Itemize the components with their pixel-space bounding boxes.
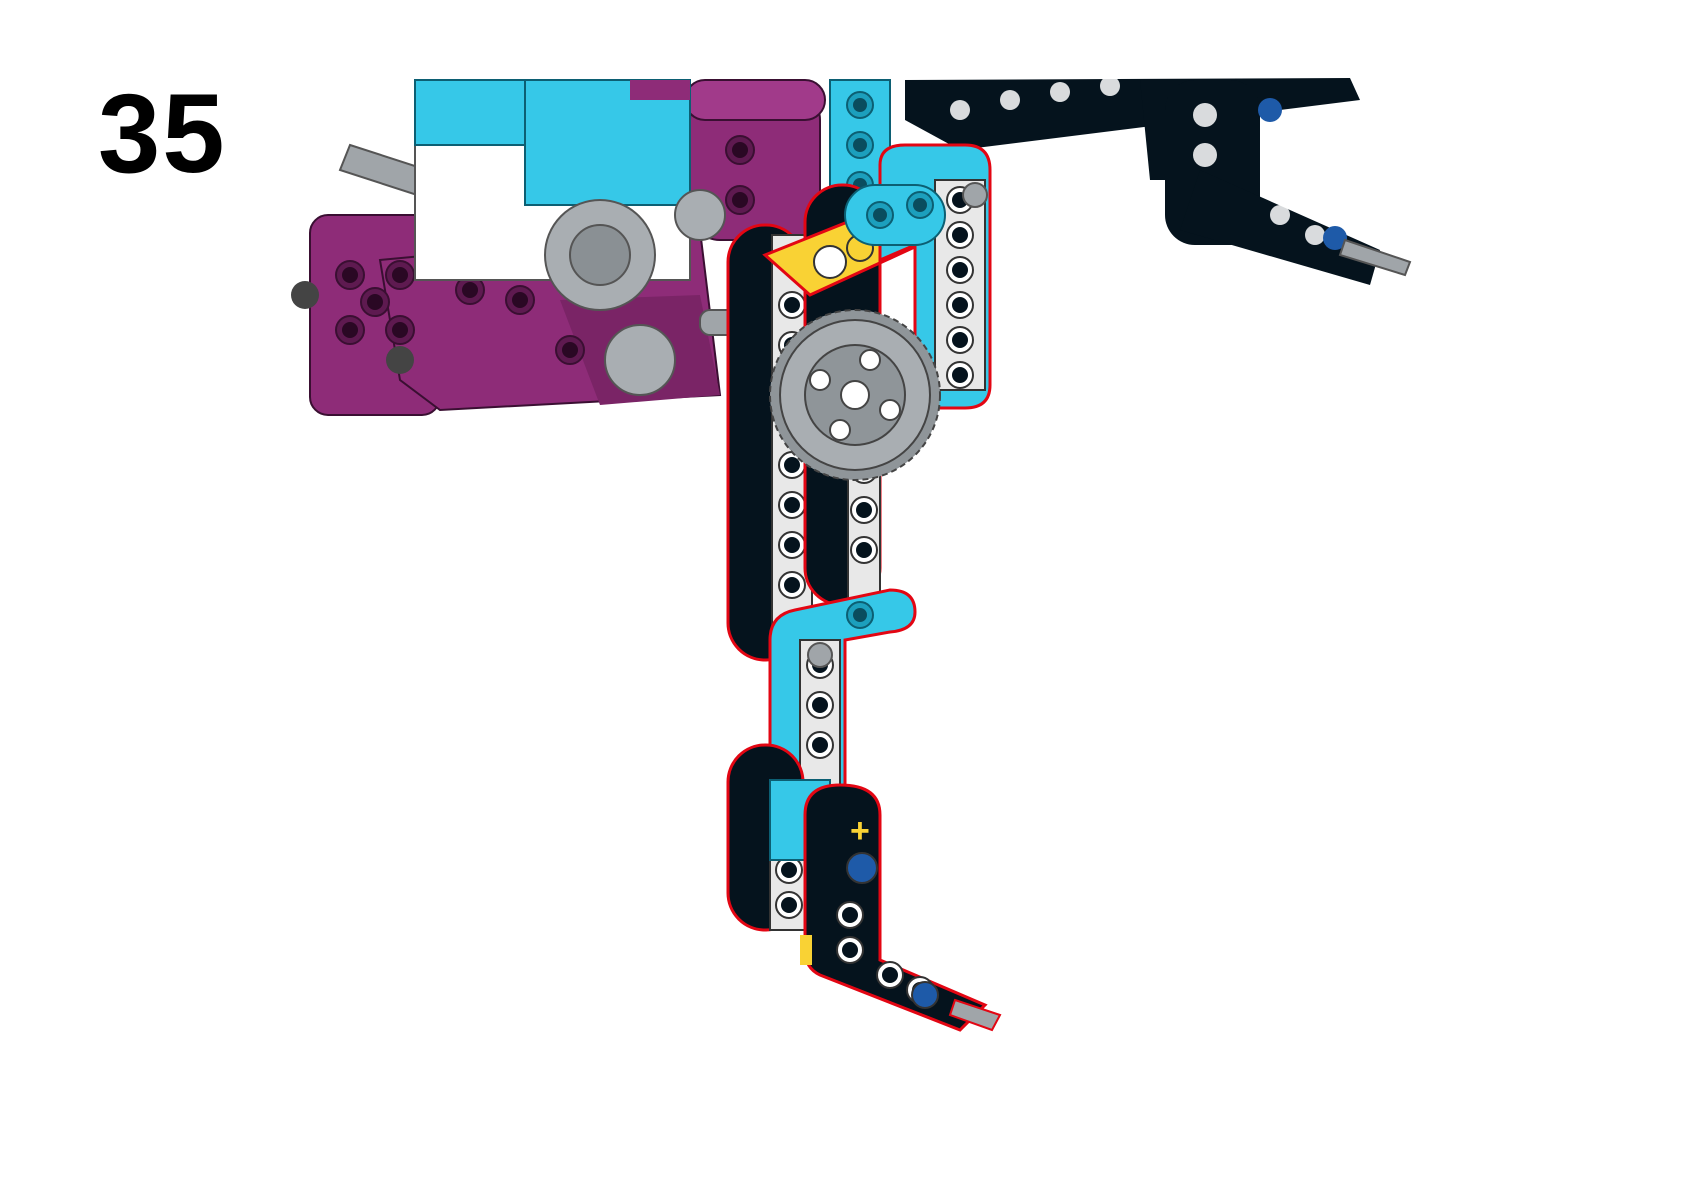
black-frame-top <box>905 76 1412 285</box>
step-number: 35 <box>98 71 227 196</box>
plus-mark-icon: + <box>850 812 870 850</box>
new-assembly: + <box>726 143 1002 1032</box>
hub-block <box>414 79 726 396</box>
plus-mark-icon: + <box>819 250 832 275</box>
gear-icon <box>769 309 941 481</box>
